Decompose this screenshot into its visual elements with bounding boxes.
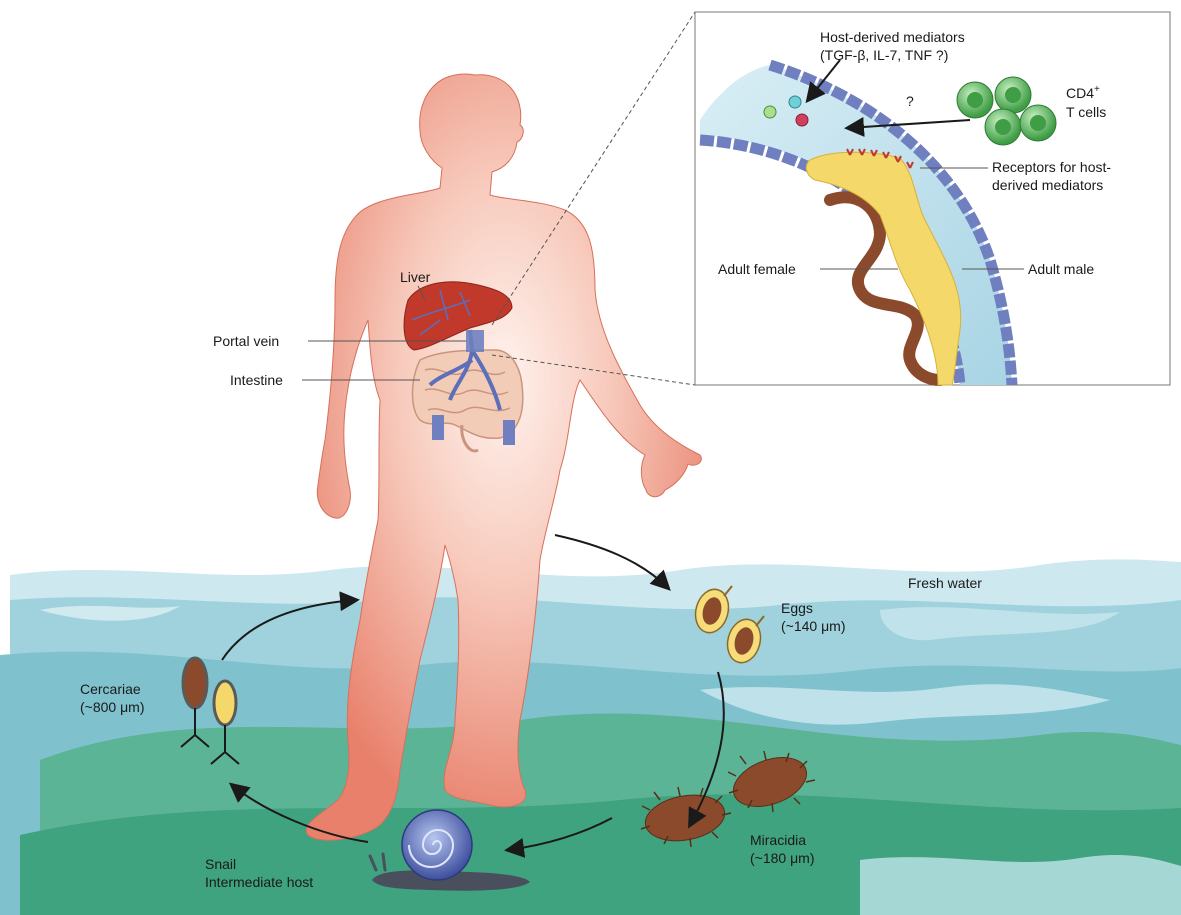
intestine-label: Intestine xyxy=(230,372,283,388)
adult-female-label: Adult female xyxy=(718,261,796,277)
fresh-water-background xyxy=(0,559,1181,915)
mediator-icon xyxy=(789,96,801,108)
adult-male-label: Adult male xyxy=(1028,261,1094,277)
question-mark: ? xyxy=(906,93,914,109)
portal-vein-label: Portal vein xyxy=(213,333,279,349)
mediator-icon xyxy=(764,106,776,118)
eggs-size-label: (~140 μm) xyxy=(781,618,845,634)
miracidia-size-label: (~180 μm) xyxy=(750,850,814,866)
cercariae-label: Cercariae xyxy=(80,681,141,697)
snail-host-label: Intermediate host xyxy=(205,874,313,890)
liver-label: Liver xyxy=(400,269,431,285)
cd4-text: CD4 xyxy=(1066,85,1094,101)
fresh-water-label: Fresh water xyxy=(908,575,982,591)
miracidia-label: Miracidia xyxy=(750,832,806,848)
receptors-label-line1: Receptors for host- xyxy=(992,159,1111,175)
blood-vessel-inset: Host-derived mediators (TGF-β, IL-7, TNF… xyxy=(695,12,1170,385)
mediator-icon xyxy=(796,114,808,126)
receptors-label-line2: derived mediators xyxy=(992,177,1103,193)
mediators-list: (TGF-β, IL-7, TNF ?) xyxy=(820,47,948,63)
cercariae-size-label: (~800 μm) xyxy=(80,699,144,715)
snail-label: Snail xyxy=(205,856,236,872)
t-cells-label: T cells xyxy=(1066,104,1106,120)
eggs-label: Eggs xyxy=(781,600,813,616)
cd4-superscript: + xyxy=(1094,84,1100,95)
mediators-title: Host-derived mediators xyxy=(820,29,965,45)
